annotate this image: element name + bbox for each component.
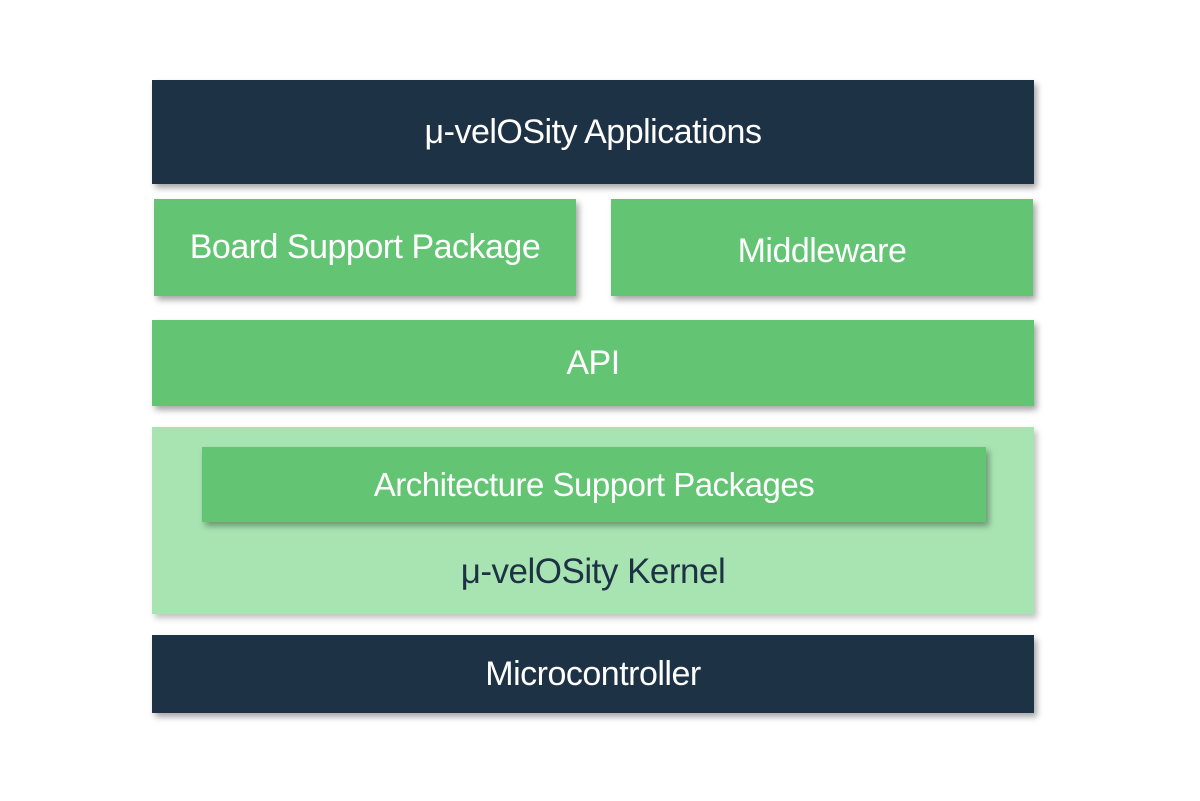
microcontroller-layer: Microcontroller (152, 635, 1034, 713)
api-label: API (566, 343, 620, 382)
applications-label: μ-velOSity Applications (424, 112, 762, 151)
architecture-support-packages-layer: Architecture Support Packages (202, 447, 986, 522)
board-support-package-layer: Board Support Package (154, 199, 576, 296)
applications-layer: μ-velOSity Applications (152, 80, 1034, 184)
kernel-label: μ-velOSity Kernel (460, 552, 726, 591)
board-support-package-label: Board Support Package (189, 228, 541, 266)
api-layer: API (152, 320, 1034, 406)
middleware-layer: Middleware (611, 199, 1033, 296)
middleware-label: Middleware (737, 232, 907, 270)
microcontroller-label: Microcontroller (485, 654, 701, 693)
architecture-support-packages-label: Architecture Support Packages (373, 465, 815, 503)
